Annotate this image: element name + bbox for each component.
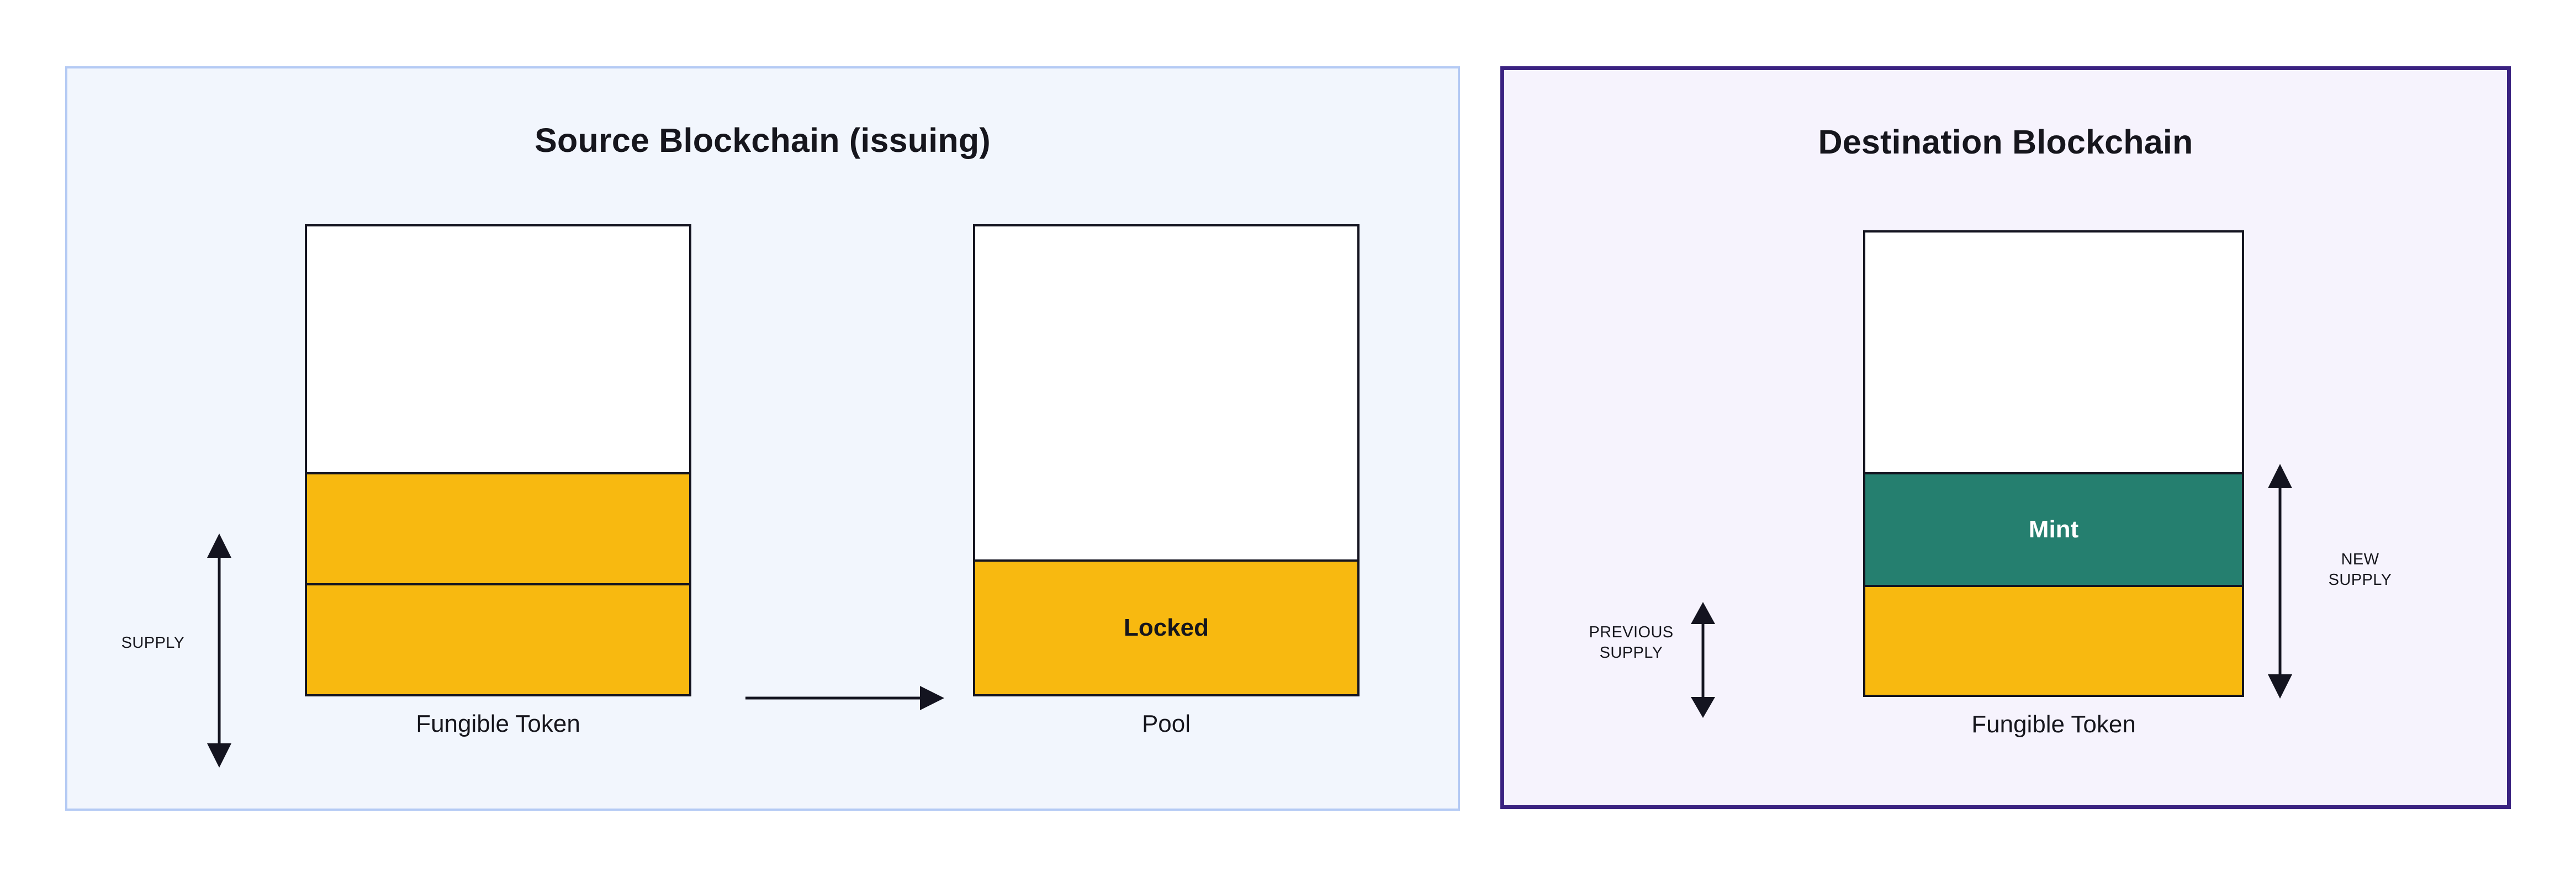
source-token-segment-supply-upper [307,472,689,584]
previous-supply-measure-arrow [1691,602,1715,718]
transfer-arrow-icon [745,686,944,710]
source-fungible-token-column: Fungible Token [305,224,691,737]
previous-supply-measure-label: PREVIOUS SUPPLY [1589,624,1674,662]
destination-token-segment-mint: Mint [1865,472,2242,585]
destination-panel-title: Destination Blockchain [1818,123,2193,161]
pool-segment-headroom [975,226,1357,560]
destination-blockchain-panel: Destination Blockchain PREVIOUS SUPPLY M… [1500,66,2511,809]
pool-column: Locked Pool [973,224,1360,737]
source-token-segment-headroom [307,226,689,472]
destination-token-segment-headroom [1865,233,2242,473]
destination-token-bar: Mint [1863,230,2244,697]
supply-measure-label: SUPPLY [121,634,185,652]
source-fungible-token-caption: Fungible Token [416,710,580,737]
source-panel-title: Source Blockchain (issuing) [535,121,991,159]
pool-bar: Locked [973,224,1360,696]
destination-fungible-token-column: Mint Fungible Token [1863,230,2244,738]
supply-measure-arrow [207,533,231,768]
source-token-bar [305,224,691,696]
source-token-segment-supply-lower [307,583,689,694]
pool-segment-locked: Locked [975,559,1357,694]
pool-caption: Pool [1141,710,1191,737]
destination-token-mint-label: Mint [2028,516,2079,543]
new-supply-measure-arrow [2268,464,2292,699]
destination-fungible-token-caption: Fungible Token [1971,711,2136,738]
new-supply-measure-label: NEW SUPPLY [2328,551,2392,589]
pool-locked-label: Locked [1123,614,1209,642]
destination-token-segment-previous-supply [1865,584,2242,695]
source-blockchain-panel: Source Blockchain (issuing) SUPPLY Fungi… [65,66,1460,811]
